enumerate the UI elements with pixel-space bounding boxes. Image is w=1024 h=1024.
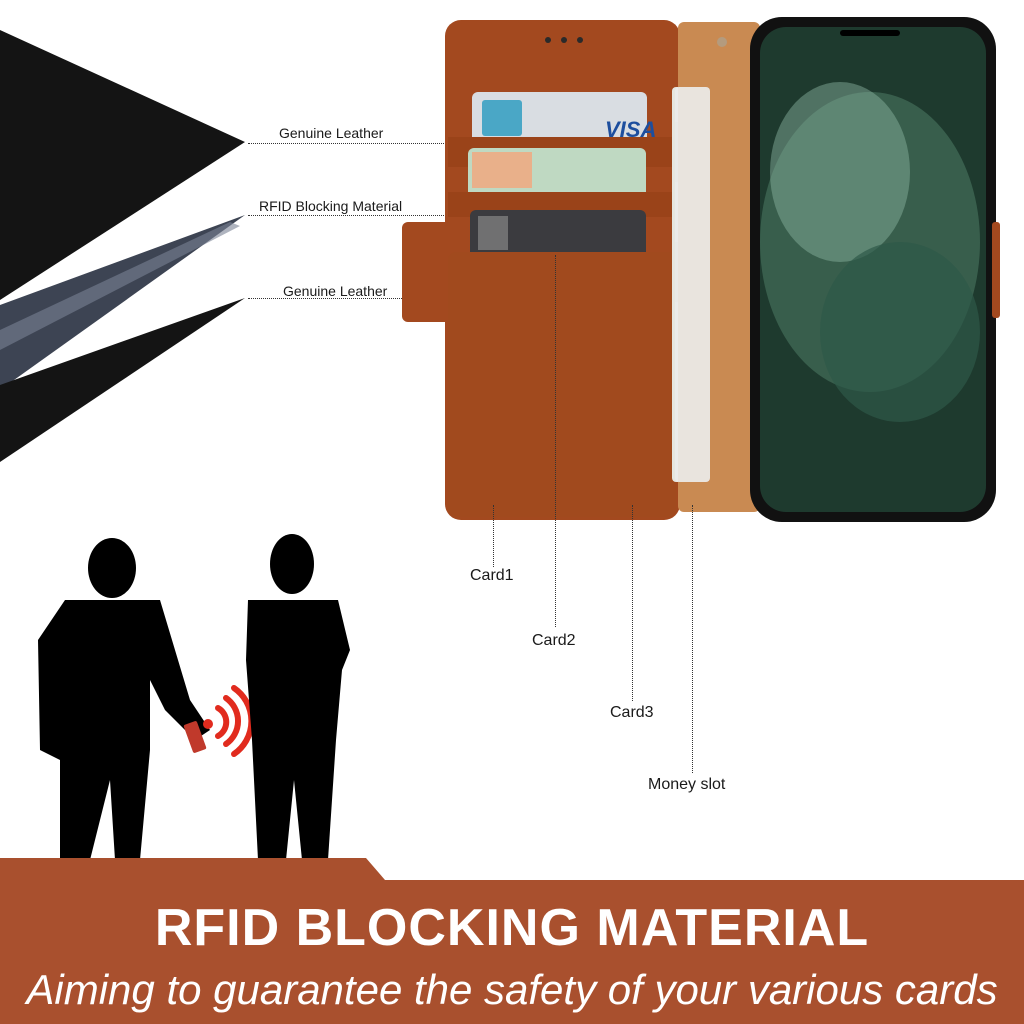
bottom-banner	[0, 858, 1024, 1024]
banner-title: RFID BLOCKING MATERIAL	[154, 899, 870, 957]
layer-label-top: Genuine Leather	[279, 125, 384, 141]
callout-card2: Card2	[532, 632, 576, 649]
victim-silhouette	[246, 534, 350, 860]
callout-card3: Card3	[610, 704, 654, 721]
callout-money-slot: Money slot	[648, 776, 726, 793]
leather-layer-bottom	[0, 298, 245, 462]
rfid-layer	[0, 215, 245, 390]
wallet-case-illustration: VISA	[402, 17, 1000, 522]
layer-label-middle: RFID Blocking Material	[259, 198, 403, 214]
layer-label-bottom: Genuine Leather	[283, 283, 388, 299]
banner-subtitle: Aiming to guarantee the safety of your v…	[26, 966, 998, 1013]
callout-card1: Card1	[470, 567, 514, 584]
skimmer-device	[183, 721, 207, 753]
card-3	[470, 210, 646, 260]
signal-waves-icon	[203, 685, 255, 757]
rfid-skimming-scene	[38, 534, 350, 860]
leather-layer-top	[0, 30, 245, 300]
material-layers-illustration	[0, 30, 245, 462]
thief-silhouette	[38, 538, 210, 860]
